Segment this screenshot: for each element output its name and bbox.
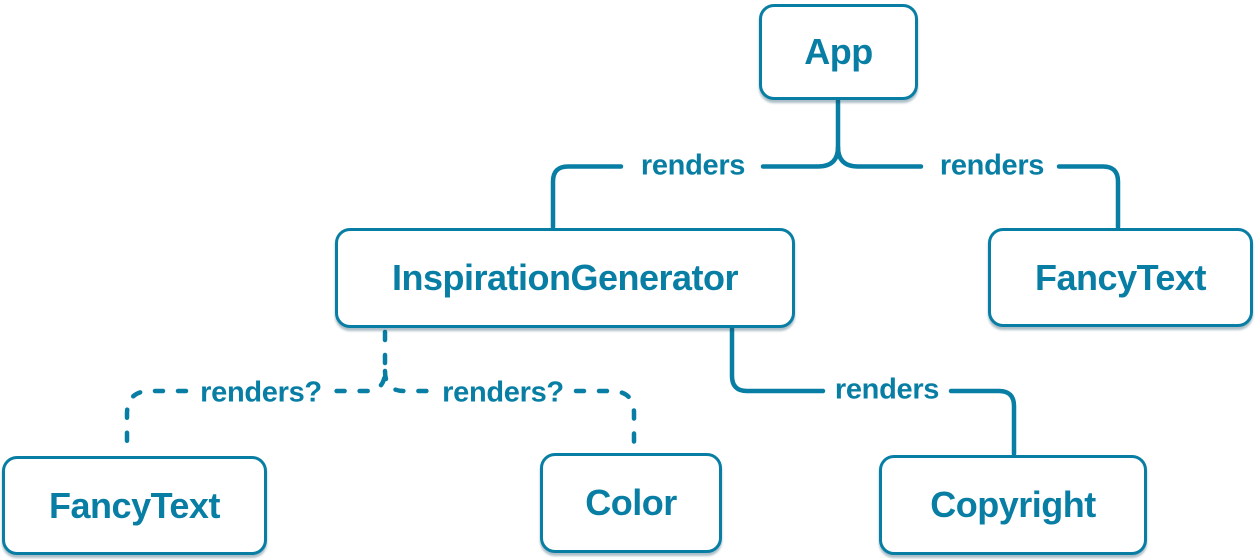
node-copyright-label: Copyright	[930, 484, 1096, 525]
edge-dashed-to-fancy-text-bottom	[124, 388, 189, 457]
node-fancy-text-top-label: FancyText	[1035, 256, 1206, 298]
edge-dashed-fork-right	[382, 368, 432, 394]
edge-label-renders-top-left: renders	[640, 149, 746, 182]
edge-inspiration-generator-down	[729, 326, 826, 394]
node-fancy-text-bottom-label: FancyText	[49, 484, 220, 526]
edge-to-copyright	[948, 388, 1017, 457]
node-inspiration-generator: InspirationGenerator	[335, 228, 795, 328]
node-color: Color	[540, 453, 722, 553]
node-app: App	[759, 4, 918, 100]
edge-to-fancy-text-top	[1056, 164, 1121, 230]
node-inspiration-generator-label: InspirationGenerator	[391, 257, 739, 298]
edge-dashed-fork-left	[333, 329, 388, 394]
edge-app-fork-right	[835, 144, 924, 169]
edge-app-fork-left	[760, 98, 841, 169]
node-app-label: App	[804, 31, 873, 72]
edge-dashed-to-color	[573, 388, 637, 454]
edge-label-renders-maybe-right: renders?	[442, 376, 564, 409]
node-copyright: Copyright	[879, 455, 1147, 555]
node-color-label: Color	[585, 482, 677, 523]
edge-label-renders-top-right: renders	[939, 149, 1045, 182]
edge-to-inspiration-generator	[550, 164, 624, 230]
edge-label-renders-bottom: renders	[834, 373, 940, 406]
node-fancy-text-bottom: FancyText	[2, 456, 267, 555]
edge-label-renders-maybe-left: renders?	[200, 376, 322, 409]
node-fancy-text-top: FancyText	[988, 228, 1253, 327]
